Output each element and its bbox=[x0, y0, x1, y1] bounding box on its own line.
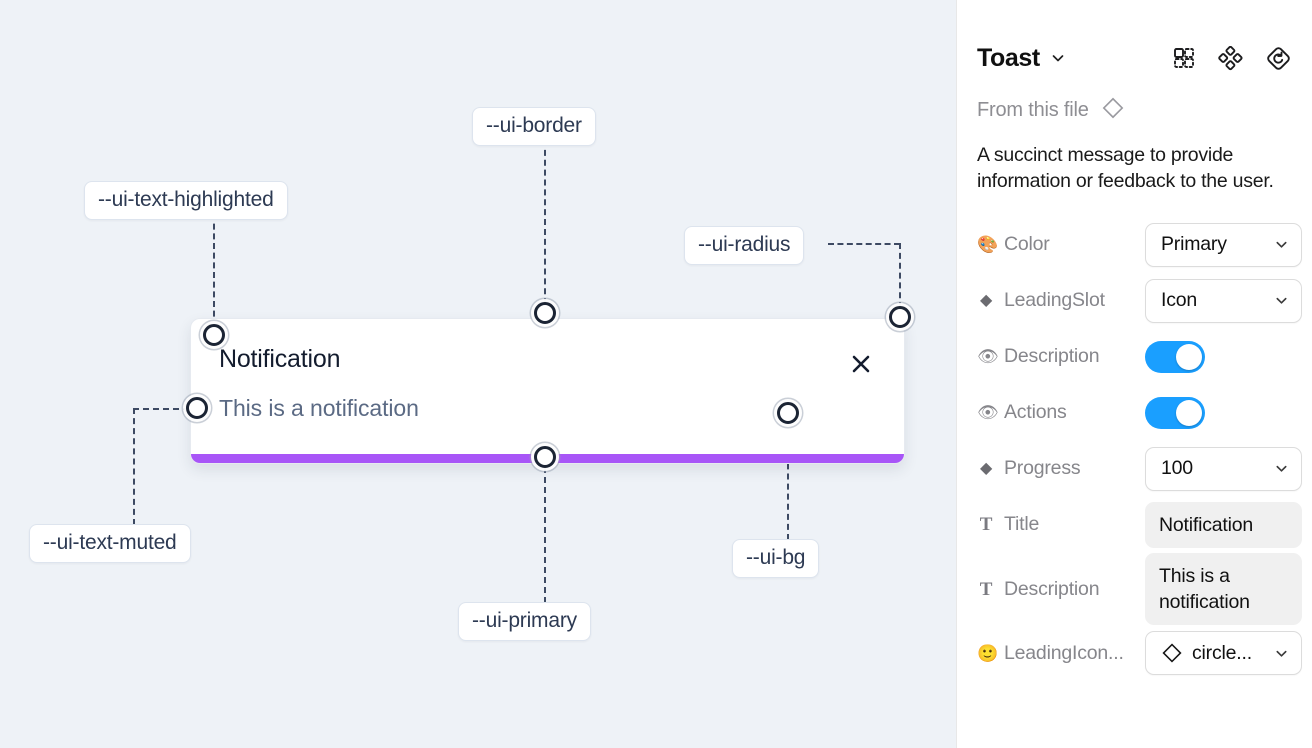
color-select[interactable]: Primary bbox=[1145, 222, 1302, 267]
connector-text-highlighted bbox=[213, 214, 215, 336]
toggle-knob bbox=[1176, 343, 1202, 370]
smiley-emoji-icon: 🙂 bbox=[977, 643, 998, 663]
property-label-progress: ◆ Progress bbox=[977, 457, 1145, 480]
property-row-progress: ◆ Progress 100 bbox=[977, 441, 1302, 497]
connector-bg bbox=[787, 413, 789, 540]
annotation-pill-text-muted[interactable]: --ui-text-muted bbox=[29, 524, 191, 563]
header-icon-group bbox=[1172, 45, 1292, 72]
anchor-handle-radius[interactable] bbox=[889, 306, 911, 328]
actions-toggle[interactable] bbox=[1145, 396, 1205, 429]
panel-header: Toast bbox=[977, 32, 1292, 84]
eye-emoji-icon: 👁 bbox=[977, 347, 999, 367]
annotation-pill-radius[interactable]: --ui-radius bbox=[684, 226, 805, 265]
palette-emoji-icon: 🎨 bbox=[977, 235, 998, 255]
connector-border bbox=[544, 140, 546, 314]
property-label-text: LeadingIcon... bbox=[1004, 641, 1124, 664]
chevron-down-icon bbox=[1274, 646, 1289, 661]
property-list: 🎨 Color Primary bbox=[977, 217, 1302, 682]
property-label-leadingslot: ◆ LeadingSlot bbox=[977, 289, 1145, 312]
chevron-down-icon[interactable] bbox=[1050, 50, 1066, 66]
description-input[interactable]: This is a notification bbox=[1145, 552, 1302, 626]
property-label-text: Progress bbox=[1004, 457, 1081, 480]
from-this-file-label: From this file bbox=[977, 99, 1089, 121]
design-canvas[interactable]: Notification This is a notification --ui… bbox=[0, 0, 956, 748]
anchor-handle-bg[interactable] bbox=[777, 402, 799, 424]
annotation-pill-bg[interactable]: --ui-bg bbox=[732, 539, 820, 578]
leadingslot-select-value: Icon bbox=[1161, 289, 1198, 312]
property-label-description-toggle: 👁 Description bbox=[977, 345, 1145, 368]
leadingicon-select-value: circle... bbox=[1192, 641, 1252, 664]
annotation-pill-border[interactable]: --ui-border bbox=[472, 107, 596, 146]
text-t-icon: T bbox=[979, 514, 993, 536]
four-diamond-icon[interactable] bbox=[1218, 45, 1243, 71]
description-toggle[interactable] bbox=[1145, 340, 1205, 373]
property-label-text: Description bbox=[1004, 577, 1100, 600]
property-row-description-toggle: 👁 Description bbox=[977, 329, 1292, 385]
anchor-handle-text-highlighted[interactable] bbox=[203, 324, 225, 346]
connector-text-muted-vertical bbox=[133, 408, 135, 525]
toast-description: This is a notification bbox=[219, 395, 419, 421]
property-row-description-text: T Description This is a notification bbox=[977, 552, 1302, 626]
close-x-icon[interactable] bbox=[848, 351, 874, 377]
connector-primary bbox=[544, 457, 546, 603]
toast-title: Notification bbox=[219, 345, 341, 373]
chevron-down-icon bbox=[1274, 237, 1289, 252]
title-input[interactable]: Notification bbox=[1145, 501, 1302, 548]
toast-component-preview[interactable]: Notification This is a notification bbox=[190, 318, 905, 464]
eye-emoji-icon: 👁 bbox=[977, 403, 999, 423]
property-label-text: Actions bbox=[1004, 401, 1067, 424]
toggle-knob bbox=[1176, 399, 1202, 426]
property-label-description-text: T Description bbox=[977, 578, 1145, 601]
diamond-icon: ◆ bbox=[979, 291, 993, 309]
property-row-leadingslot: ◆ LeadingSlot Icon bbox=[977, 273, 1302, 329]
anchor-handle-border[interactable] bbox=[534, 302, 556, 324]
anchor-handle-primary[interactable] bbox=[534, 446, 556, 468]
property-row-actions-toggle: 👁 Actions bbox=[977, 385, 1292, 441]
property-label-text: Title bbox=[1004, 513, 1040, 536]
anchor-handle-text-muted[interactable] bbox=[186, 397, 208, 419]
property-label-text: LeadingSlot bbox=[1004, 289, 1105, 312]
diamond-icon bbox=[1101, 96, 1125, 125]
property-label-text: Description bbox=[1004, 345, 1100, 368]
component-grid-icon[interactable] bbox=[1172, 46, 1196, 70]
from-this-file-row[interactable]: From this file bbox=[977, 96, 1292, 125]
connector-text-muted-horizontal bbox=[133, 408, 199, 410]
diamond-icon bbox=[1161, 642, 1183, 664]
chevron-down-icon bbox=[1274, 461, 1289, 476]
connector-radius-horizontal bbox=[828, 243, 900, 245]
property-label-text: Color bbox=[1004, 233, 1050, 256]
property-label-title: T Title bbox=[977, 513, 1145, 536]
leadingslot-select[interactable]: Icon bbox=[1145, 278, 1302, 323]
component-description: A succinct message to provide informatio… bbox=[977, 144, 1274, 192]
properties-panel: Toast bbox=[956, 0, 1312, 748]
property-label-color: 🎨 Color bbox=[977, 233, 1145, 256]
property-label-actions: 👁 Actions bbox=[977, 401, 1145, 424]
leadingicon-select[interactable]: circle... bbox=[1145, 631, 1302, 676]
property-row-leadingicon: 🙂 LeadingIcon... circle... bbox=[977, 625, 1302, 681]
property-row-title: T Title Notification bbox=[977, 497, 1302, 553]
annotation-pill-primary[interactable]: --ui-primary bbox=[458, 602, 591, 641]
color-select-value: Primary bbox=[1161, 233, 1227, 256]
annotation-pill-text-highlighted[interactable]: --ui-text-highlighted bbox=[84, 181, 288, 220]
diamond-icon: ◆ bbox=[979, 459, 993, 477]
property-row-color: 🎨 Color Primary bbox=[977, 217, 1302, 273]
text-t-icon: T bbox=[979, 578, 993, 600]
progress-select-value: 100 bbox=[1161, 457, 1193, 480]
chevron-down-icon bbox=[1274, 293, 1289, 308]
property-label-leadingicon: 🙂 LeadingIcon... bbox=[977, 642, 1145, 665]
reset-diamond-icon[interactable] bbox=[1265, 45, 1292, 72]
panel-title: Toast bbox=[977, 43, 1040, 72]
progress-select[interactable]: 100 bbox=[1145, 446, 1302, 491]
connector-radius-vertical bbox=[899, 243, 901, 318]
